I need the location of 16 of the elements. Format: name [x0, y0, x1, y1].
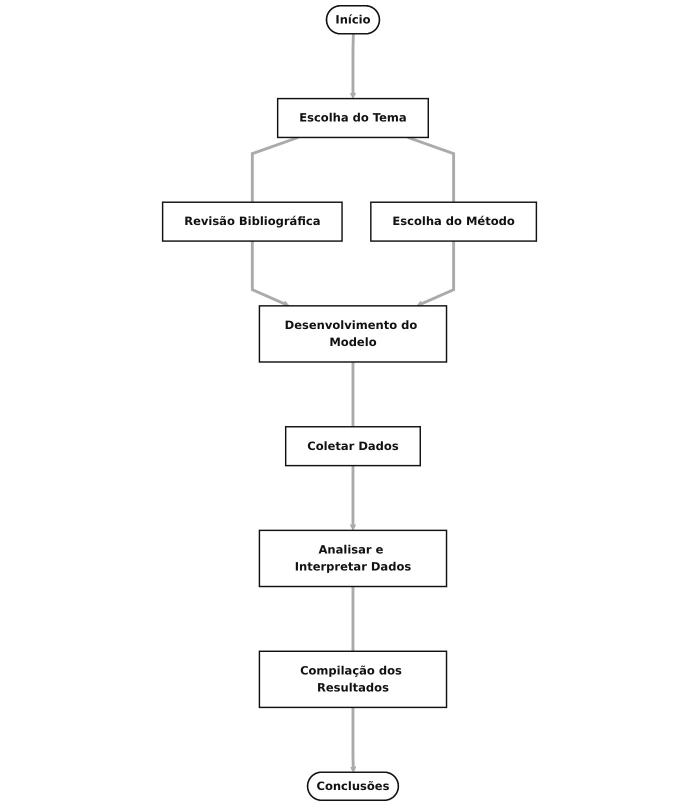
connector — [352, 586, 354, 652]
node-box: Desenvolvimento do Modelo — [258, 305, 448, 363]
node-box: Escolha do Tema — [276, 98, 429, 138]
arrow — [350, 34, 356, 99]
node-box: Analisar e Interpretar Dados — [258, 530, 448, 588]
connector — [352, 362, 354, 427]
arrow — [416, 241, 456, 306]
node-box: Compilação dos Resultados — [258, 650, 448, 708]
connector — [250, 136, 299, 202]
node-box: Coletar Dados — [284, 426, 421, 466]
arrow — [350, 466, 356, 531]
arrow — [350, 707, 356, 773]
arrow — [250, 241, 290, 306]
connector — [407, 136, 456, 202]
node-box: Escolha do Método — [370, 202, 538, 242]
node-box: Revisão Bibliográfica — [162, 202, 343, 242]
